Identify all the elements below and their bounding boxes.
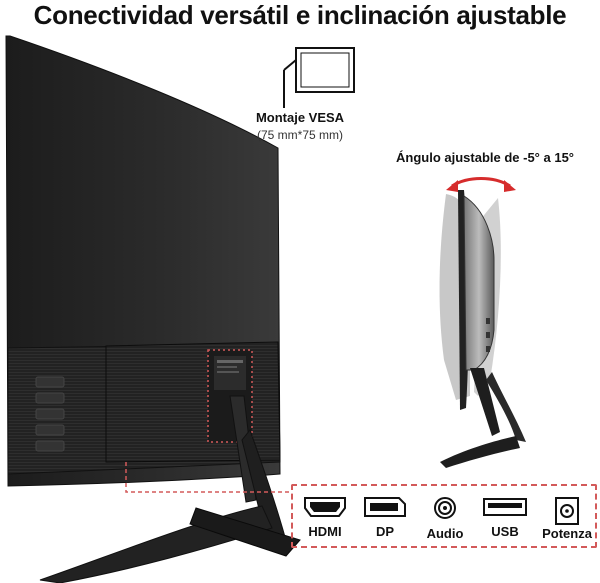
vesa-mount-icon bbox=[283, 47, 355, 108]
power-port-icon bbox=[555, 497, 579, 525]
page-title: Conectividad versátil e inclinación ajus… bbox=[33, 0, 567, 30]
port-label-dp: DP bbox=[375, 524, 395, 539]
tilt-arrow-icon bbox=[446, 177, 516, 192]
vesa-size: (75 mm*75 mm) bbox=[256, 128, 343, 142]
port-hdmi: HDMI bbox=[295, 496, 355, 539]
audio-jack-icon bbox=[434, 497, 456, 519]
vesa-label: Montaje VESA bbox=[255, 110, 345, 125]
port-audio: Audio bbox=[415, 496, 475, 541]
tilt-angle-label: Ángulo ajustable de -5° a 15° bbox=[396, 150, 574, 165]
port-label-hdmi: HDMI bbox=[308, 524, 342, 539]
port-usb: USB bbox=[475, 496, 535, 539]
port-label-audio: Audio bbox=[426, 526, 464, 541]
side-view-monitor bbox=[439, 190, 526, 468]
port-label-power: Potenza bbox=[542, 526, 592, 541]
usb-port-icon bbox=[483, 498, 527, 516]
ports-panel: HDMI DP Audio USB Potenza bbox=[291, 484, 597, 548]
monitor-stand bbox=[39, 395, 301, 583]
hdmi-port-icon bbox=[304, 497, 346, 517]
port-power: Potenza bbox=[537, 496, 597, 541]
port-label-usb: USB bbox=[491, 524, 519, 539]
port-dp: DP bbox=[355, 496, 415, 539]
control-buttons bbox=[35, 376, 65, 452]
displayport-icon bbox=[364, 497, 406, 517]
connector-guide-line bbox=[125, 462, 291, 493]
